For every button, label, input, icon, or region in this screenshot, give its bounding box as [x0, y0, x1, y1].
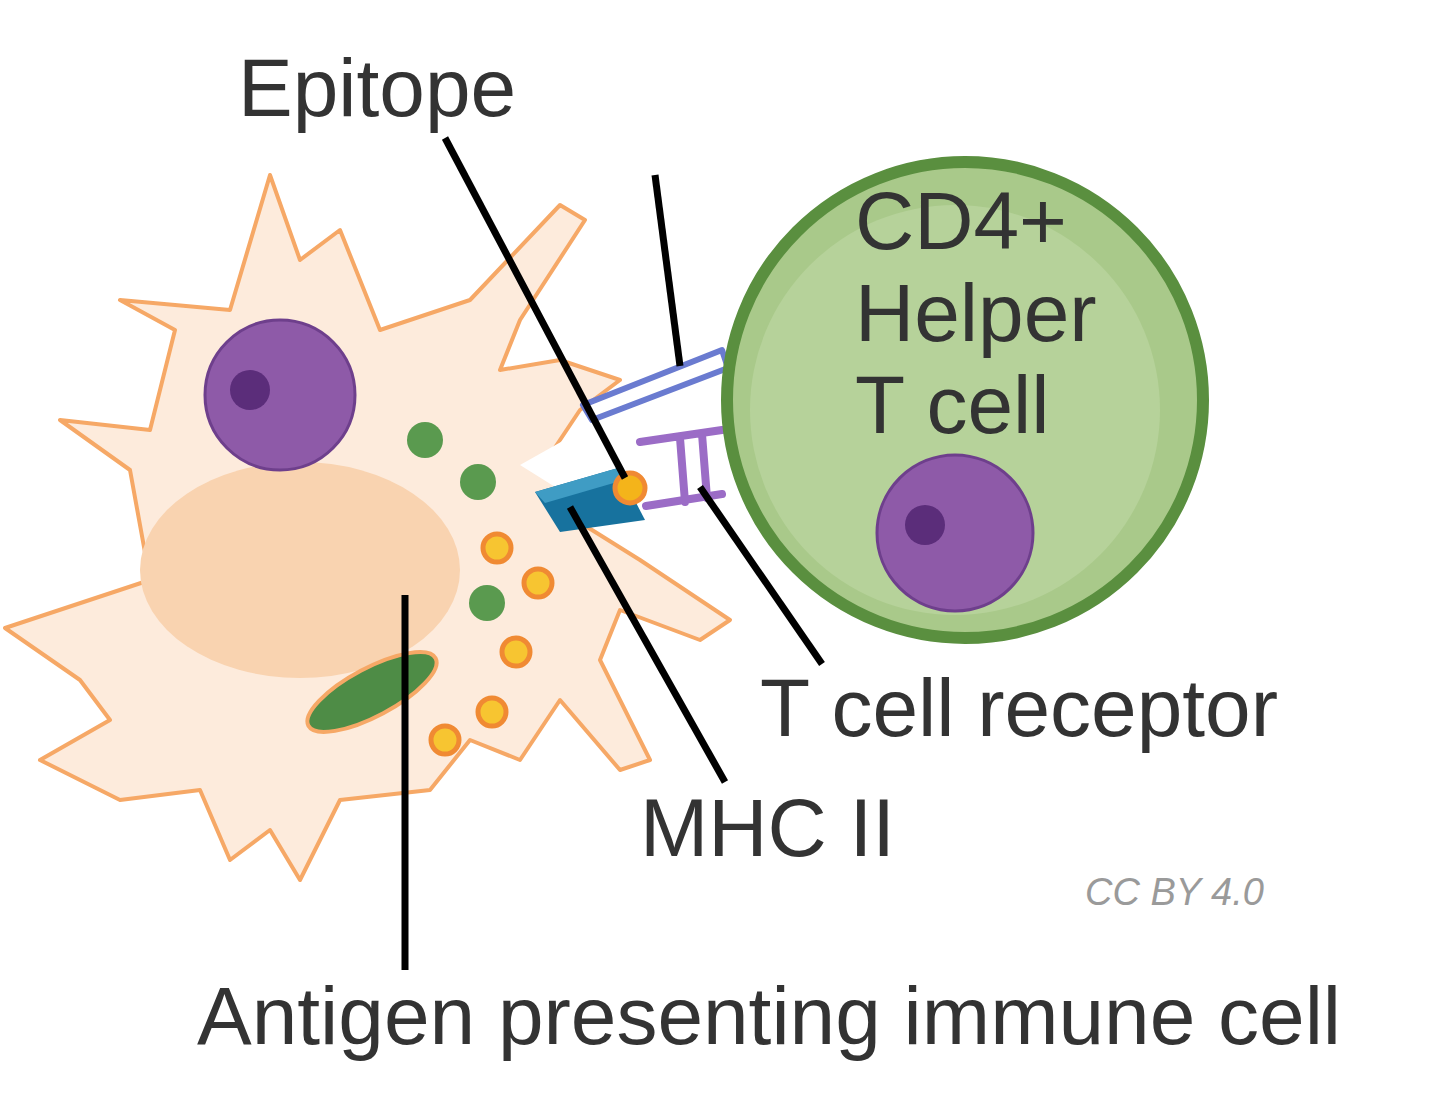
epitope: [615, 473, 645, 503]
apc-vacuole: [140, 462, 460, 678]
license-note: CC BY 4.0: [1085, 873, 1264, 911]
t-cell-nucleolus: [905, 505, 945, 545]
green-vesicle: [407, 422, 443, 458]
antigen-vesicle: [478, 698, 506, 726]
bacterium: [297, 637, 447, 747]
part-label: MHC II: [640, 787, 895, 869]
t-cell: CD4+ Helper T cell: [720, 155, 1210, 645]
green-vesicle: [469, 585, 505, 621]
antigen-vesicle: [483, 534, 511, 562]
cell-membrane: [727, 162, 1203, 638]
antigen-vesicle: [524, 569, 552, 597]
part-label: Epitope: [238, 47, 516, 129]
apc-nucleus: [205, 320, 355, 470]
leader-line: [655, 175, 680, 366]
antigen-vesicle: [431, 726, 459, 754]
part-label: T cell receptor: [760, 667, 1278, 749]
cd4-coreceptor: [583, 350, 728, 420]
t-cell-receptor: [640, 430, 722, 506]
apc-nucleolus: [230, 370, 270, 410]
mhc-ii-top: [535, 468, 624, 503]
part-label: Antigen presenting immune cell: [197, 975, 1341, 1057]
leader-line: [570, 507, 725, 782]
green-vesicle: [460, 464, 496, 500]
t-cell-nucleus: [877, 455, 1033, 611]
leader-line: [402, 595, 409, 970]
antigen-vesicle: [502, 638, 530, 666]
leader-line: [445, 138, 625, 478]
mhc-ii: [535, 468, 645, 532]
cell-name: CD4+ Helper T cell: [855, 175, 1135, 451]
